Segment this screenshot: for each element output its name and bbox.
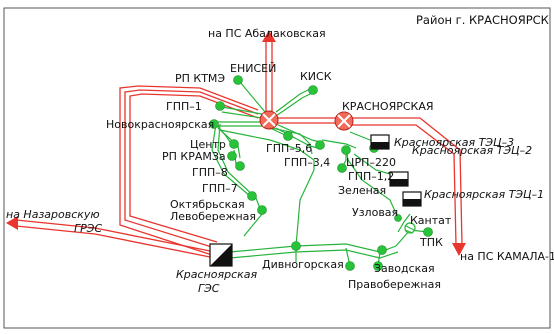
label-gpp34: ГПП–3,4 (284, 156, 330, 169)
plant-tec3 (370, 134, 390, 150)
node-krasnoyarskaya-500 (334, 111, 354, 131)
label-kges: Красноярская ГЭС (176, 268, 261, 295)
node-kisk (308, 85, 318, 95)
node-gpp34 (315, 140, 325, 150)
label-eniseyy: ЕНИСЕЙ (230, 62, 276, 75)
node-zavodskaya (373, 261, 383, 271)
arrow-abalakovskaya (262, 30, 276, 42)
line-south-b (229, 249, 399, 259)
region-title: Район г. КРАСНОЯРСК (416, 13, 549, 27)
node-kmz-500 (259, 110, 279, 130)
node-gpp8 (235, 161, 245, 171)
label-dir-abalakovskaya: на ПС Абалаковская (208, 27, 326, 40)
node-centr (229, 139, 239, 149)
label-rp-ktme: РП КТМЭ (175, 72, 225, 85)
line-kisk-a (275, 87, 313, 113)
label-krasnoyarskaya: КРАСНОЯРСКАЯ (342, 100, 434, 113)
line-ktme-1 (119, 85, 259, 256)
node-novokrasnoyarskaya (209, 119, 219, 129)
node-uzlovaya (394, 214, 402, 222)
label-gpp1: ГПП–1 (166, 100, 202, 113)
arrows-500kv (6, 30, 466, 256)
label-gpp56: ГПП–5,6 (266, 142, 312, 155)
node-south-mid (377, 245, 387, 255)
line-kamala-b (352, 124, 457, 246)
line-kantat (397, 213, 411, 233)
line-tec2 (353, 153, 391, 175)
label-pravoberezhnaya: Правобережная (348, 278, 441, 291)
label-gpp8: ГПП–8 (192, 166, 228, 179)
line-ktme-2 (124, 89, 259, 249)
node-tpk (423, 227, 433, 237)
plant-kges (209, 243, 233, 267)
line-nazarovo-a (15, 219, 216, 253)
node-zelenaya (337, 163, 347, 173)
label-novokrasnoyarskaya: Новокрасноярская (106, 118, 214, 131)
line-to-divno (295, 169, 315, 247)
label-tpk: ТПК (419, 236, 443, 249)
node-crp220 (341, 145, 351, 155)
line-gpp1-b (221, 111, 263, 119)
node-oktyabrskaya (247, 191, 257, 201)
label-kantat: Кантат (410, 214, 452, 227)
label-crp220: ЦРП–220 (346, 156, 396, 169)
label-tec1: Красноярская ТЭЦ–1 (424, 188, 544, 201)
node-eniseyy (233, 75, 243, 85)
label-uzlovaya: Узловая (352, 206, 398, 219)
line-gpp1 (221, 106, 263, 115)
line-central-a (261, 125, 313, 155)
line-eniseyy (239, 81, 266, 113)
line-ktme-3 (129, 93, 259, 243)
label-kisk: КИСК (300, 70, 332, 83)
label-divnogorskaya: Дивногорская (262, 258, 344, 271)
node-pravoberezhnaya (345, 261, 355, 271)
line-nazarovo-b (15, 225, 216, 259)
label-gpp12: ГПП–1,2 (348, 170, 394, 183)
lines-500kv (15, 40, 463, 259)
arrow-nazarovo (6, 216, 18, 230)
label-oktyabrskaya: Октябрьская (170, 198, 245, 211)
plant-tec2 (389, 171, 409, 187)
label-rp-kramza: РП КРАМЗа (162, 150, 226, 163)
line-central-b (219, 129, 315, 170)
map-border (3, 7, 551, 329)
line-crp (321, 139, 357, 149)
line-east (345, 147, 399, 219)
label-tec2: Красноярская ТЭЦ–2 (412, 144, 532, 157)
plant-tec1 (402, 191, 422, 207)
line-kamala-a (350, 117, 463, 246)
node-gpp56 (283, 131, 293, 141)
node-gpp1 (215, 101, 225, 111)
label-levoberezhnaya: Левобережная (170, 210, 256, 223)
label-zelenaya: Зеленая (338, 184, 386, 197)
label-gpp7: ГПП–7 (202, 182, 238, 195)
node-divnogorskaya (291, 241, 301, 251)
label-tec3: Красноярская ТЭЦ–3 (394, 136, 514, 149)
node-kantat (404, 222, 416, 234)
label-zavodskaya: Заводская (374, 262, 435, 275)
node-levoberezhnaya (257, 205, 267, 215)
arrow-kamala (452, 243, 466, 256)
line-okt-a (211, 123, 251, 197)
line-okt-b (217, 123, 257, 199)
line-kisk-b (275, 91, 315, 117)
label-dir-kamala: на ПС КАМАЛА-1 (460, 250, 554, 263)
label-centr: Центр (190, 138, 226, 151)
node-rpkramza (227, 151, 237, 161)
label-nazarovskaya: на Назаровскую ГРЭС (6, 208, 103, 235)
